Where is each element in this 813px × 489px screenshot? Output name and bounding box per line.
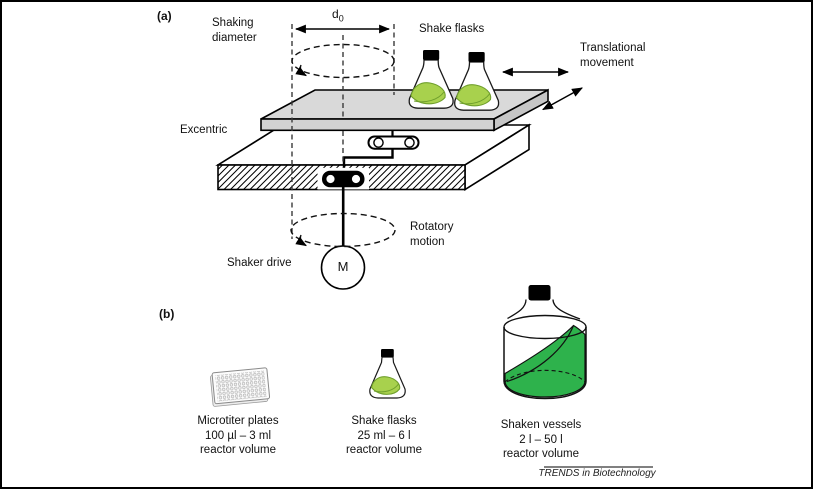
panel-a-label: (a): [157, 9, 172, 23]
eccentric-linkage: [342, 130, 420, 171]
rotatory-line2: motion: [410, 235, 445, 248]
panel-b-label: (b): [159, 307, 175, 321]
shake-flask-caption: Shake flasks 25 ml – 6 l reactor volume: [309, 414, 459, 458]
journal-credit: TRENDS in Biotechnology: [538, 468, 656, 479]
shaking-diameter-line1: Shaking: [212, 17, 254, 29]
microtiter-unit: reactor volume: [199, 444, 277, 457]
rotatory-orbit: [290, 212, 396, 248]
d0-subscript: 0: [338, 13, 344, 24]
eccentric-bearing: [317, 167, 369, 190]
shake-flask-range: 25 ml – 6 l: [357, 429, 411, 442]
shaking-diameter-label: Shaking diameter: [212, 16, 257, 45]
motor-circle: [320, 245, 366, 290]
excentric-label: Excentric: [180, 124, 228, 136]
translational-movement-label: Translational movement: [580, 41, 645, 70]
shaking-diameter-line2: diameter: [212, 31, 257, 44]
rotatory-motion-label: Rotatory motion: [410, 220, 453, 249]
rotatory-line1: Rotatory: [410, 221, 454, 233]
translational-line2: movement: [580, 56, 634, 69]
d0-symbol: d: [332, 7, 339, 21]
shake-flask-icon: [408, 49, 454, 109]
microtiter-caption: Microtiter plates 100 µl – 3 ml reactor …: [163, 414, 313, 458]
shaker-drive-label: Shaker drive: [227, 257, 292, 269]
shake-flask-name: Shake flasks: [351, 415, 417, 427]
microtiter-name: Microtiter plates: [197, 415, 279, 427]
shaken-vessel-range: 2 l – 50 l: [519, 433, 563, 446]
shaken-vessel-name: Shaken vessels: [500, 419, 582, 431]
shaken-vessel-unit: reactor volume: [502, 448, 580, 461]
translational-arrows: [501, 67, 583, 111]
shaker-platform: [260, 88, 549, 132]
shaken-vessel-caption: Shaken vessels 2 l – 50 l reactor volume: [466, 418, 616, 462]
shaker-table: [215, 123, 532, 191]
carboy-vessel-icon: [503, 285, 587, 400]
d0-label: d0: [332, 7, 344, 26]
motor-label: M: [337, 259, 349, 274]
shake-flask-unit: reactor volume: [345, 444, 423, 457]
shake-flask-icon: [454, 51, 500, 111]
translational-line1: Translational: [580, 42, 646, 54]
small-shake-flask-icon: [369, 349, 406, 399]
shake-flasks-label: Shake flasks: [419, 23, 485, 35]
shaking-orbit: [291, 43, 395, 79]
microtiter-range: 100 µl – 3 ml: [204, 429, 272, 442]
microtiter-plate-icon: [210, 367, 271, 407]
